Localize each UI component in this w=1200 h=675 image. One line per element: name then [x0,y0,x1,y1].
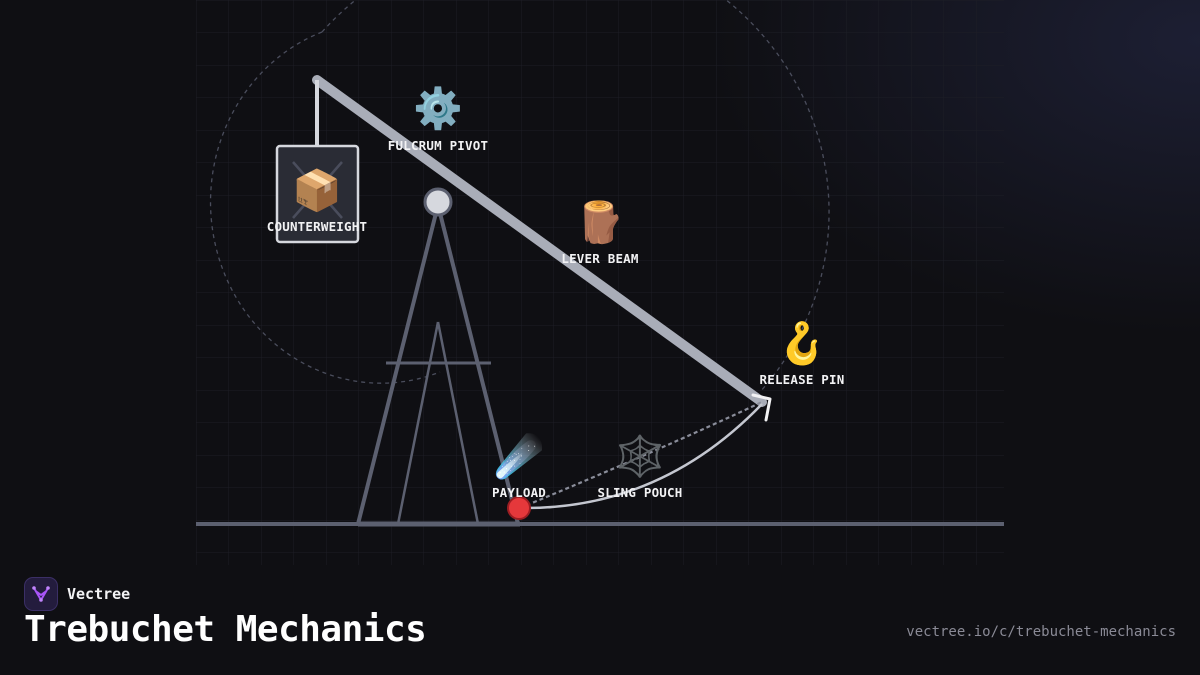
release-pin-label: RELEASE PIN [760,372,845,387]
spider-web-icon: 🕸️ [615,433,665,480]
swing-arc-inner [209,31,441,384]
gear-icon: ⚙️ [413,85,463,132]
counterweight-box [275,144,360,244]
source-url[interactable]: vectree.io/c/trebuchet-mechanics [906,624,1176,640]
sling-rope-dashed [519,401,763,510]
payload-ball [507,496,531,520]
swing-arc-outer [321,0,830,393]
component-payload: ☄️ PAYLOAD [492,431,546,500]
release-pin-hook [751,393,772,422]
page-title: Trebuchet Mechanics [24,609,427,650]
package-icon: 📦 [292,167,342,214]
component-release-pin: 🪝 RELEASE PIN [760,320,845,387]
component-fulcrum-pivot: ⚙️ FULCRUM PIVOT [388,85,488,153]
vectree-logo-icon [24,577,58,611]
fulcrum-pivot-joint [423,187,453,217]
payload-label: PAYLOAD [492,485,546,500]
hook-icon: 🪝 [777,320,827,367]
sling-rope [519,403,763,510]
component-lever-beam: 🪵 LEVER BEAM [561,199,638,266]
a-frame [356,204,520,527]
lever-beam-label: LEVER BEAM [561,251,638,266]
brand: Vectree [24,577,130,611]
lever-beam-bar [312,75,767,407]
brand-name: Vectree [67,585,131,603]
component-counterweight: 📦 COUNTERWEIGHT [267,167,367,234]
counterweight-label: COUNTERWEIGHT [267,219,367,234]
component-sling-pouch: 🕸️ SLING POUCH [598,433,683,500]
sling-pouch-label: SLING POUCH [598,485,683,500]
fulcrum-pivot-label: FULCRUM PIVOT [388,138,488,153]
log-icon: 🪵 [575,199,625,246]
comet-icon: ☄️ [494,431,544,482]
